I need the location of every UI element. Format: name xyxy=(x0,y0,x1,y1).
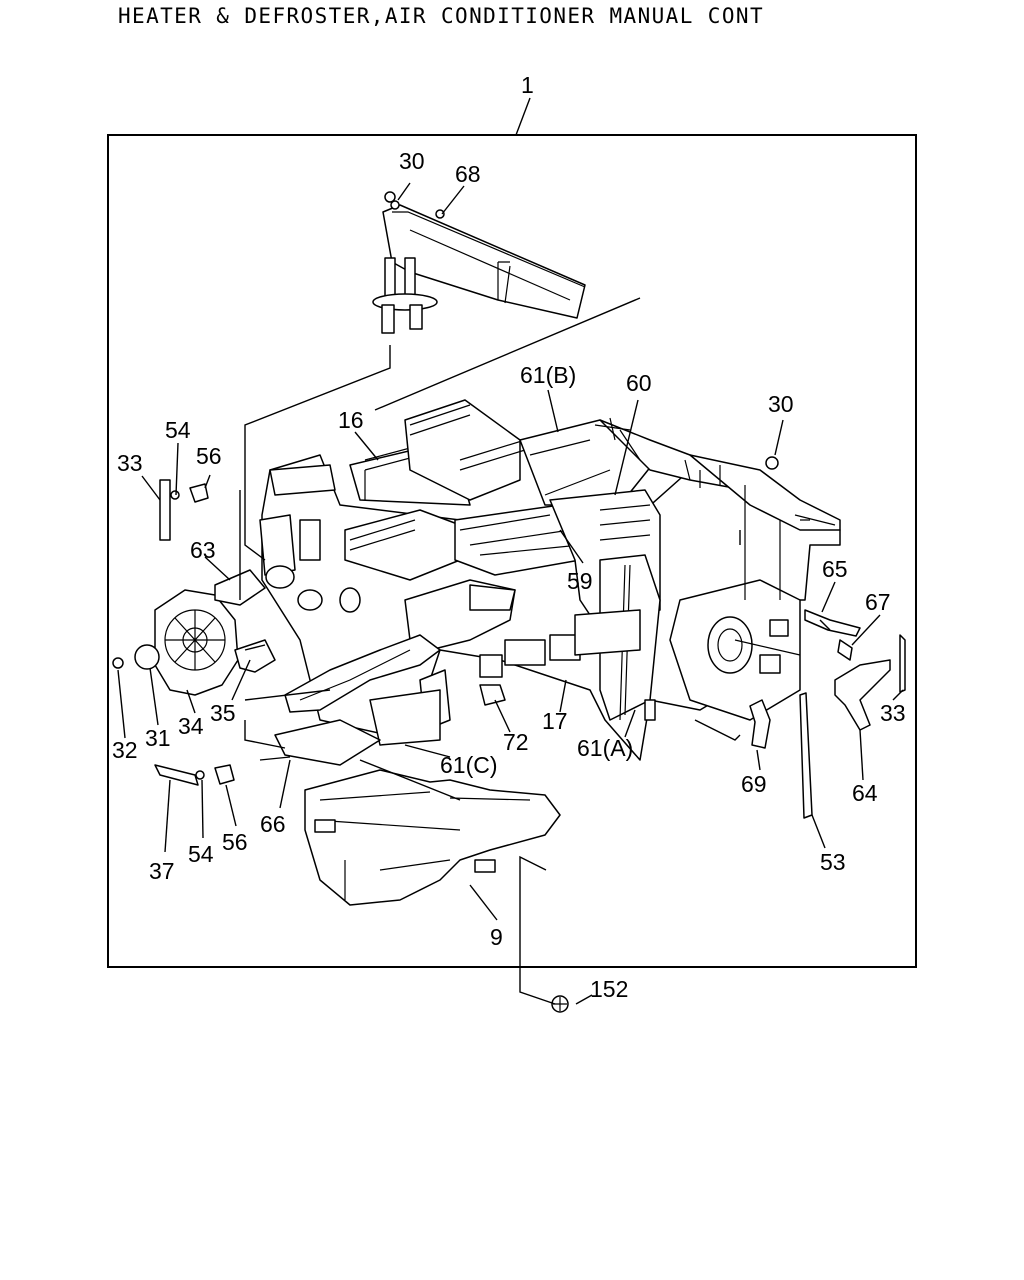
callout-31: 31 xyxy=(145,725,171,751)
callout-labels: 1 30 68 61(B) 60 30 16 54 56 33 63 65 67… xyxy=(112,72,906,1002)
callout-33-left: 33 xyxy=(117,450,143,476)
heater-case-part xyxy=(259,399,841,761)
callout-152: 152 xyxy=(590,976,628,1002)
callout-59: 59 xyxy=(567,568,593,594)
callout-35: 35 xyxy=(210,700,236,726)
callout-16: 16 xyxy=(338,407,364,433)
callout-67: 67 xyxy=(865,589,891,615)
callout-53: 53 xyxy=(820,849,846,875)
callout-33-right: 33 xyxy=(880,700,906,726)
callout-60: 60 xyxy=(626,370,652,396)
diagram-title: HEATER & DEFROSTER,AIR CONDITIONER MANUA… xyxy=(118,4,764,28)
fastener-screw-part xyxy=(384,191,779,1013)
heater-core-part xyxy=(372,200,586,334)
callout-56-top: 56 xyxy=(196,443,222,469)
callout-63: 63 xyxy=(190,537,216,563)
leader-lines xyxy=(117,97,904,1005)
callout-69: 69 xyxy=(741,771,767,797)
mode-door-part xyxy=(259,719,381,766)
callout-61b: 61(B) xyxy=(520,362,576,388)
lower-intake-part xyxy=(284,634,441,713)
callout-56-bottom: 56 xyxy=(222,829,248,855)
callout-54-bottom: 54 xyxy=(188,841,214,867)
callout-9: 9 xyxy=(490,924,503,950)
callout-65: 65 xyxy=(822,556,848,582)
callout-64: 64 xyxy=(852,780,878,806)
assembly-frame xyxy=(107,134,917,968)
blower-housing-part xyxy=(112,565,361,696)
callout-54-top: 54 xyxy=(165,417,191,443)
callout-61c: 61(C) xyxy=(440,752,498,778)
callout-32: 32 xyxy=(112,737,138,763)
callout-61a: 61(A) xyxy=(577,735,633,761)
callout-37: 37 xyxy=(149,858,175,884)
callout-30-top: 30 xyxy=(399,148,425,174)
actuator-links-part xyxy=(154,479,906,819)
callout-34: 34 xyxy=(178,713,204,739)
callout-68: 68 xyxy=(455,161,481,187)
callout-30-right: 30 xyxy=(768,391,794,417)
callout-66: 66 xyxy=(260,811,286,837)
lower-case-part xyxy=(304,769,561,906)
callout-1: 1 xyxy=(521,72,534,98)
callout-72: 72 xyxy=(503,729,529,755)
callout-17: 17 xyxy=(542,708,568,734)
